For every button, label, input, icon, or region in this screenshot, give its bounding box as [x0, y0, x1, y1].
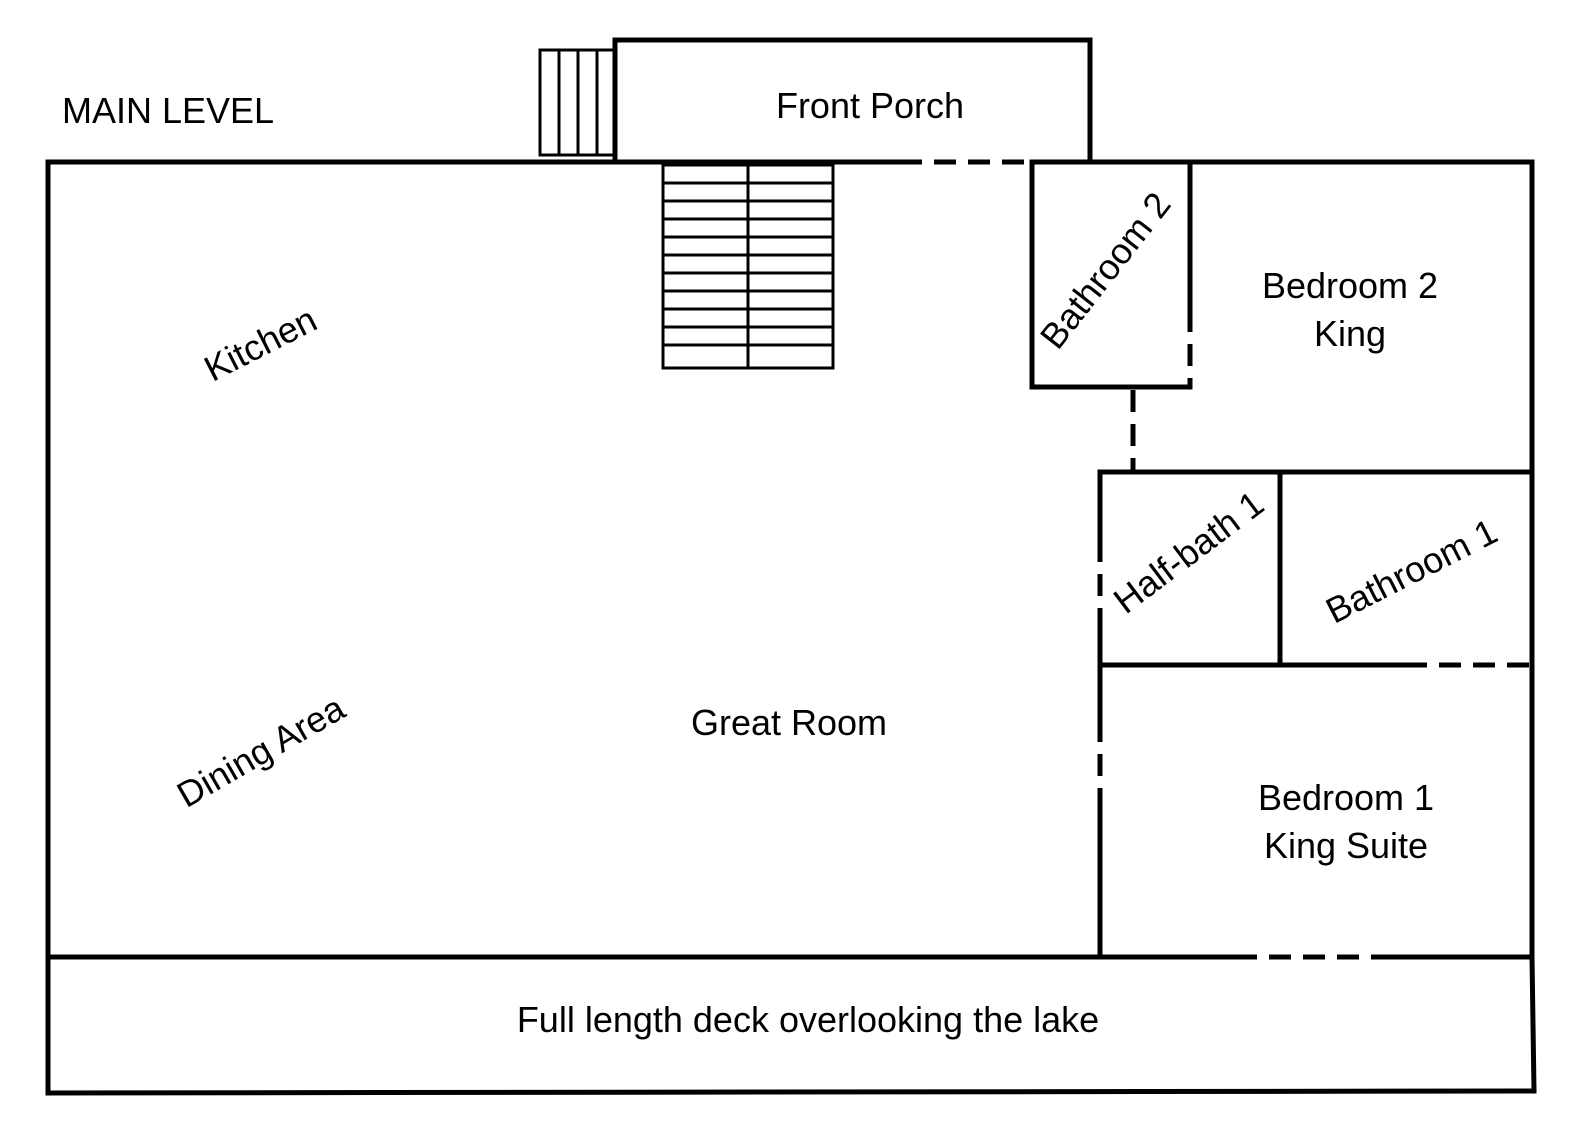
half-bath-1-label: Half-bath 1 [1106, 483, 1271, 622]
bedroom-2-bed-label: King [1314, 313, 1386, 354]
bedroom-1: Bedroom 1 King Suite [1258, 777, 1434, 866]
bedroom-2-label: Bedroom 2 [1262, 265, 1438, 306]
porch-steps [538, 48, 617, 157]
great-room-label: Great Room [691, 702, 887, 743]
bathroom-2: Bathroom 2 [1029, 159, 1193, 472]
bedroom-1-suite-walls [1097, 469, 1535, 960]
exterior-walls [45, 159, 1535, 1096]
plan-title: MAIN LEVEL [62, 90, 274, 131]
bedroom-1-label: Bedroom 1 [1258, 777, 1434, 818]
bathroom-1: Bathroom 1 [1319, 510, 1503, 631]
front-porch: Front Porch [612, 37, 1093, 165]
bedroom-1-bed-label: King Suite [1264, 825, 1428, 866]
bathroom-2-label: Bathroom 2 [1032, 184, 1179, 356]
half-bath-1: Half-bath 1 [1106, 483, 1271, 622]
dining-area-label: Dining Area [170, 686, 353, 815]
bedroom-2: Bedroom 2 King [1262, 265, 1438, 354]
bathroom-1-label: Bathroom 1 [1319, 510, 1503, 631]
deck-label: Full length deck overlooking the lake [517, 999, 1099, 1040]
interior-stairs [661, 163, 835, 370]
deck: Full length deck overlooking the lake [45, 954, 1537, 1096]
front-porch-label: Front Porch [776, 85, 964, 126]
kitchen-label: Kitchen [198, 298, 324, 389]
